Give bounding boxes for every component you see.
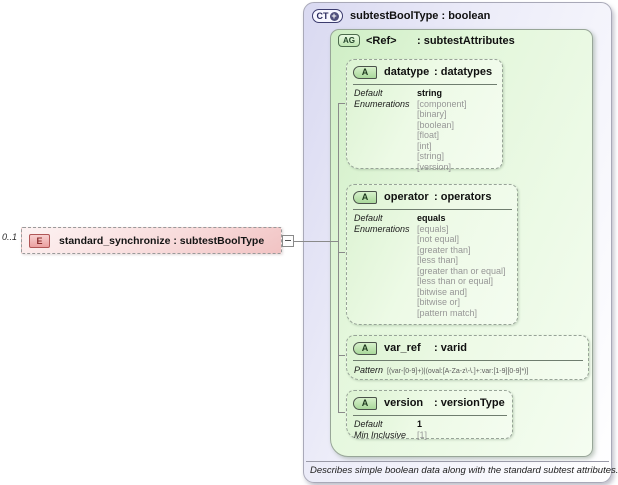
facet-label-enumerations: Enumerations [354, 223, 410, 234]
connector-trunk-line [338, 103, 339, 413]
divider [353, 360, 583, 361]
attribute-group-header[interactable]: AG <Ref> : subtestAttributes [338, 34, 515, 47]
element-icon: E [29, 233, 50, 248]
facet-min-inclusive-value: [1] [417, 429, 428, 440]
facet-label-pattern: Pattern [354, 365, 384, 375]
enumeration-value: [greater than or equal] [417, 265, 506, 276]
attribute-group-box: AG <Ref> : subtestAttributes A datatype … [330, 29, 593, 457]
attribute-type: : operators [434, 191, 492, 203]
enumeration-value: [less than or equal] [417, 276, 494, 286]
minus-icon [285, 240, 291, 241]
facet-label-default: Default [354, 213, 383, 223]
divider [353, 84, 497, 85]
attribute-header: A var_ref : varid [347, 336, 588, 357]
enumeration-list: [equals][not equal][greater than][less t… [417, 224, 506, 319]
connector-input-line [294, 241, 338, 242]
enumeration-value: [float] [417, 130, 440, 140]
attribute-icon: A [353, 65, 377, 79]
enumeration-value: [version] [417, 161, 452, 172]
attribute-type: : versionType [434, 397, 505, 409]
attribute-icon: A [353, 190, 377, 204]
attribute-box-datatype[interactable]: A datatype : datatypes Default Enumerati… [346, 59, 503, 172]
complex-type-header[interactable]: CT+ subtestBoolType : boolean [312, 9, 490, 23]
facet-table: Pattern [(var-[0-9]+)|(oval:[A-Za-z\-\.]… [347, 361, 588, 375]
facet-pattern-value: [(var-[0-9]+)|(oval:[A-Za-z\-\.]+:var:[1… [387, 368, 529, 375]
divider [353, 209, 512, 210]
facet-default-value: 1 [417, 419, 423, 429]
attribute-group-type: : subtestAttributes [417, 34, 515, 47]
connector-stub-datatype [338, 103, 345, 104]
attribute-box-var-ref[interactable]: A var_ref : varid Pattern [(var-[0-9]+)|… [346, 335, 589, 380]
collapse-handle[interactable] [282, 235, 294, 247]
enumeration-value: [bitwise or] [417, 297, 461, 307]
facet-label-default: Default [354, 419, 383, 429]
enumeration-value: [bitwise and] [417, 286, 468, 297]
enumeration-list: [component][binary][boolean][float][int]… [417, 99, 467, 173]
attribute-header: A version : versionType [347, 391, 512, 412]
connector-stub-varref [338, 355, 345, 356]
complex-type-icon: CT+ [312, 9, 343, 23]
attribute-type: : varid [434, 342, 468, 354]
attribute-box-version[interactable]: A version : versionType Default Min Incl… [346, 390, 513, 440]
attribute-icon: A [353, 396, 377, 410]
enumeration-value: [string] [417, 151, 445, 161]
facet-label-min-inclusive: Min Inclusive [354, 429, 407, 440]
attribute-name: var_ref [384, 342, 421, 354]
facet-table: Default Min Inclusive 1 [1] [347, 416, 512, 440]
attribute-box-operator[interactable]: A operator : operators Default Enumerati… [346, 184, 518, 325]
plus-icon: + [329, 10, 339, 21]
facet-label-enumerations: Enumerations [354, 98, 410, 109]
facet-table: Default Enumerations string [component][… [347, 85, 502, 172]
attribute-type: : datatypes [434, 66, 493, 78]
attribute-group-icon: AG [338, 34, 360, 47]
attribute-name: operator [384, 191, 429, 203]
enumeration-value: [binary] [417, 109, 447, 119]
cardinality-label: 0..1 [2, 232, 18, 242]
enumeration-value: [boolean] [417, 119, 455, 130]
enumeration-value: [not equal] [417, 234, 460, 244]
attribute-group-ref: <Ref> [366, 34, 397, 47]
connector-stub-version [338, 412, 345, 413]
enumeration-value: [int] [417, 140, 432, 151]
element-label: standard_synchronize : subtestBoolType [59, 234, 265, 247]
complex-type-box: CT+ subtestBoolType : boolean AG <Ref> :… [303, 2, 618, 483]
enumeration-value: [equals] [417, 223, 449, 234]
facet-label-default: Default [354, 88, 383, 98]
enumeration-value: [less than] [417, 255, 459, 265]
attribute-name: datatype [384, 66, 430, 78]
attribute-header: A operator : operators [347, 185, 517, 206]
connector-stub-operator [338, 252, 345, 253]
enumeration-value: [greater than] [417, 244, 471, 255]
annotation-divider [306, 461, 609, 462]
complex-type-title: subtestBoolType : boolean [350, 10, 491, 22]
enumeration-value: [pattern match] [417, 307, 478, 318]
attribute-name: version [384, 397, 424, 409]
attribute-header: A datatype : datatypes [347, 60, 502, 81]
facet-table: Default Enumerations equals [equals][not… [347, 210, 517, 318]
facet-default-value: string [417, 88, 443, 98]
facet-default-value: equals [417, 213, 446, 223]
annotation-text: Describes simple boolean data along with… [310, 465, 618, 476]
divider [353, 415, 507, 416]
enumeration-value: [component] [417, 98, 467, 109]
attribute-icon: A [353, 341, 377, 355]
element-node-standard-synchronize[interactable]: E standard_synchronize : subtestBoolType [21, 227, 282, 254]
